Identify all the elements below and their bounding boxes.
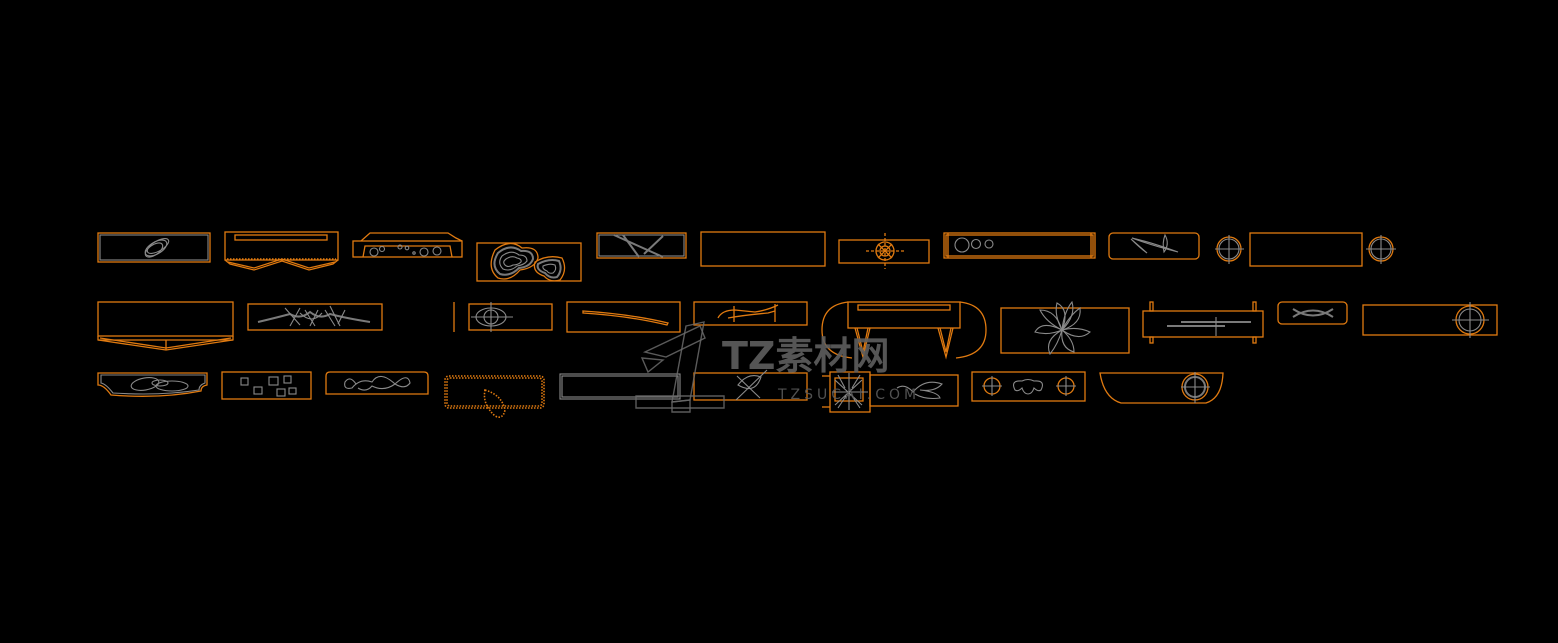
block-r1-5-crossed-lines-panel xyxy=(596,232,687,259)
block-r2-1-chevron-base-panel xyxy=(97,301,234,351)
block-r1-9-leaf-panel xyxy=(1108,232,1200,260)
block-r3-2-squares-panel xyxy=(221,371,312,400)
block-r3-4-dotted-leaf-panel xyxy=(444,375,545,418)
block-r3-6-leaf-cross-panel xyxy=(693,369,808,401)
watermark-logo-icon xyxy=(635,321,725,413)
block-r2-5-branch-panel xyxy=(693,301,808,326)
block-r2-2-branch-ornament-panel xyxy=(247,303,383,331)
block-r1-1-oval-engraved-panel xyxy=(97,232,211,263)
block-r2-6-round-end-tea-table xyxy=(821,301,987,360)
block-r1-2-notched-panel xyxy=(224,231,339,271)
block-r1-10-side-table-left xyxy=(1215,235,1244,264)
block-r1-4-contour-stones-panel xyxy=(476,242,582,282)
watermark-title: TZ素材网 xyxy=(722,334,889,378)
block-r3-8-twin-target-panel xyxy=(971,371,1086,402)
block-r2-9-fish-panel xyxy=(1277,301,1348,325)
block-r1-12-side-table-right xyxy=(1366,235,1396,264)
block-r1-11-plain-rectangle xyxy=(1249,232,1363,267)
block-r3-1-curved-ellipses-panel xyxy=(97,372,208,397)
block-r2-3-eye-target-panel xyxy=(453,302,553,332)
block-r1-8-three-circles-panel xyxy=(943,232,1096,259)
block-r2-7-flower-panel xyxy=(1000,300,1130,356)
block-r3-5-gray-panel xyxy=(559,373,681,400)
watermark-url: TZSUCAI.COM xyxy=(777,387,920,403)
block-r3-9-boat-target-panel xyxy=(1099,372,1224,404)
block-r2-4-slanted-rail-panel xyxy=(566,301,681,333)
block-r3-3-wave-panel xyxy=(325,371,429,395)
block-r2-10-target-panel xyxy=(1362,302,1498,338)
block-r1-7-compass-panel xyxy=(838,233,930,269)
block-r1-3-circle-cutouts-panel xyxy=(352,232,463,258)
block-r3-7-plant-panel xyxy=(822,371,959,413)
block-r1-6-plain-rectangle xyxy=(700,231,826,267)
block-r2-8-line-ornament-panel xyxy=(1142,301,1264,344)
